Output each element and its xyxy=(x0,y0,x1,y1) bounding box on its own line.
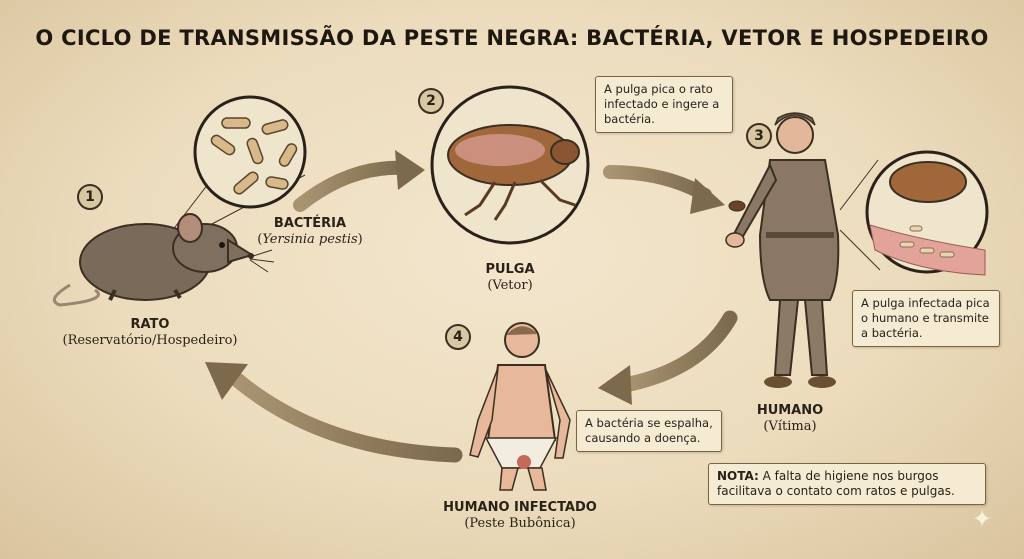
arrow-human-to-infected xyxy=(598,310,738,405)
arrow-infected-to-rat xyxy=(205,362,463,463)
human-illustration xyxy=(725,112,840,388)
note-flea-bites-human: A pulga infectada pica o humano e transm… xyxy=(852,290,1000,347)
step-number-1: 1 xyxy=(77,184,103,210)
rat-name: RATO xyxy=(130,317,170,332)
flea-name: PULGA xyxy=(485,262,535,277)
note-hygiene-label: NOTA: xyxy=(717,469,759,483)
arrow-rat-to-flea xyxy=(293,150,425,212)
infected-human-label: HUMANO INFECTADO (Peste Bubônica) xyxy=(420,500,620,532)
flea-label: PULGA (Vetor) xyxy=(440,262,580,294)
step-number-2: 2 xyxy=(418,88,444,114)
infected-human-illustration xyxy=(469,322,571,491)
rat-label: RATO (Reservatório/Hospedeiro) xyxy=(50,317,250,349)
arrow-flea-to-human xyxy=(603,165,725,214)
note-hygiene-text: A falta de higiene nos burgos facilitava… xyxy=(717,469,955,498)
flea-subtitle: (Vetor) xyxy=(487,278,533,293)
flea-illustration xyxy=(430,85,590,245)
bacteria-name: BACTÉRIA xyxy=(273,216,347,231)
sparkle-icon: ✦ xyxy=(972,505,993,533)
flea-bite-magnifier xyxy=(839,150,989,276)
bacteria-species-line: (Yersinia pestis) xyxy=(257,232,363,247)
human-name: HUMANO xyxy=(756,403,824,418)
infected-human-name: HUMANO INFECTADO xyxy=(443,500,597,515)
bacteria-magnifier xyxy=(164,95,307,241)
human-label: HUMANO (Vítima) xyxy=(730,403,850,435)
step-number-4: 4 xyxy=(445,324,471,350)
note-bacteria-spreads: A bactéria se espalha, causando a doença… xyxy=(576,410,722,452)
note-hygiene: NOTA: A falta de higiene nos burgos faci… xyxy=(708,463,986,505)
rat-subtitle: (Reservatório/Hospedeiro) xyxy=(62,333,238,348)
bacteria-species: Yersinia pestis xyxy=(262,232,358,247)
human-subtitle: (Vítima) xyxy=(763,419,817,434)
diagram-title: O CICLO DE TRANSMISSÃO DA PESTE NEGRA: B… xyxy=(35,26,989,50)
bacteria-label: BACTÉRIA (Yersinia pestis) xyxy=(240,216,380,248)
step-number-3: 3 xyxy=(746,123,772,149)
rat-illustration xyxy=(52,213,275,307)
note-flea-bites-rat: A pulga pica o rato infectado e ingere a… xyxy=(595,76,733,133)
infected-human-subtitle: (Peste Bubônica) xyxy=(464,516,576,531)
